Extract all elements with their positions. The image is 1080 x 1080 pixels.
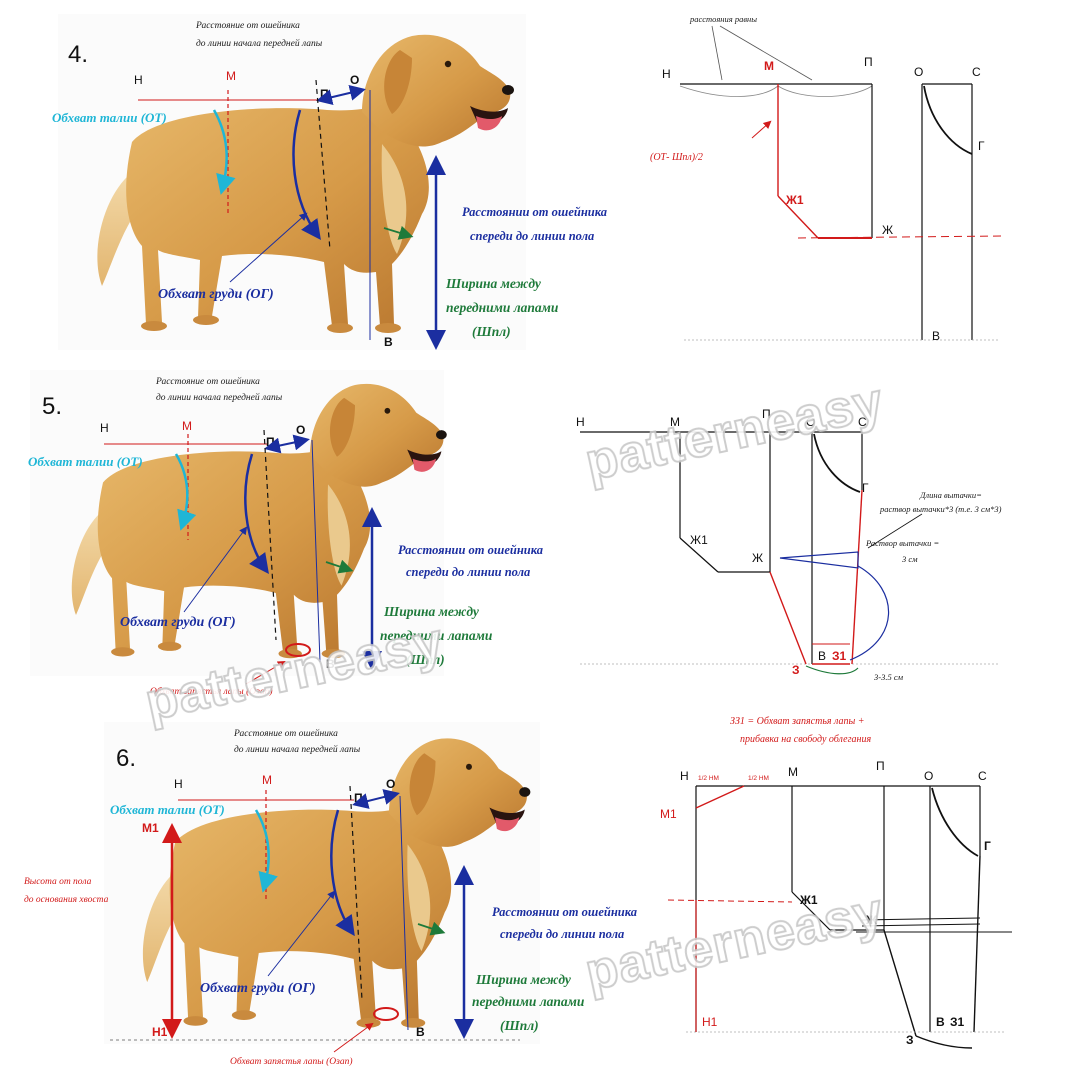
point-s: С — [858, 415, 867, 429]
label-chest: Обхват груди (ОГ) — [158, 287, 274, 302]
label-wrist: Обхват запястья лапы (Озап) — [230, 1056, 352, 1067]
label-waist: Обхват талии (ОТ) — [110, 802, 225, 817]
point-m1: М1 — [660, 807, 677, 821]
label-collar-to-floor: Расстоянии от ошейника спереди до линии … — [492, 905, 640, 941]
point-o: О — [924, 769, 933, 783]
point-n: Н — [100, 421, 109, 435]
point-n: Н — [174, 777, 183, 791]
note-equal-distances: расстояния равны — [689, 14, 757, 24]
label-wrist: Обхват запястья лапы (Озап) — [150, 686, 272, 697]
point-m: М — [670, 415, 680, 429]
note-half-nm-1: 1/2 НМ — [698, 775, 719, 782]
pattern-draft-step-4: расстояния равны (ОТ- Шпл)/2 Н М П О С Г — [650, 14, 1005, 343]
pattern-draft-step-6: Н 1/2 НМ 1/2 НМ М П О С Г М1 Ж1 Ж Н1 В З… — [660, 759, 1012, 1049]
pattern-draft-step-5: Н М П О С Г Ж1 Ж В З1 З Длина вытачки= р… — [576, 407, 1002, 745]
label-collar-to-leg: Расстояние от ошейника до линии начала п… — [155, 376, 283, 403]
point-s: С — [972, 65, 981, 79]
point-n1: Н1 — [702, 1015, 718, 1029]
point-p: П — [864, 55, 873, 69]
label-paw-width: Ширина между передними лапами (Шпл) — [380, 604, 496, 667]
point-z: З — [906, 1033, 914, 1047]
point-o: О — [386, 777, 395, 791]
label-waist: Обхват талии (ОТ) — [52, 110, 167, 125]
step-number: 6. — [116, 745, 136, 772]
point-g: Г — [984, 839, 991, 853]
formula-note: ЗЗ1 = Обхват запястья лапы + прибавка на… — [730, 716, 871, 745]
panel-step-6: 6. Н М П О В М1 Н1 Расстояние от ошейник… — [24, 722, 1012, 1067]
point-g: Г — [978, 139, 985, 153]
dog-photo-step-6: 6. Н М П О В М1 Н1 Расстояние от ошейник… — [24, 722, 640, 1067]
point-n1: Н1 — [152, 1025, 168, 1039]
point-g: Г — [862, 481, 869, 495]
note-half-nm-2: 1/2 НМ — [748, 775, 769, 782]
note-dart-width: Раствор вытачки = 3 см — [865, 538, 941, 564]
label-collar-to-leg: Расстояние от ошейника до линии начала п… — [233, 728, 361, 755]
note-dart-length: Длина вытачки= раствор вытачки*3 (т.е. 3… — [879, 490, 1002, 514]
point-o: О — [350, 73, 359, 87]
point-zh1: Ж1 — [799, 893, 818, 907]
label-paw-width: Ширина между передними лапами (Шпл) — [445, 276, 562, 339]
point-z1: З1 — [950, 1015, 965, 1029]
point-m: М — [262, 773, 272, 787]
point-v: В — [818, 649, 826, 663]
point-n: Н — [576, 415, 585, 429]
formula-note: (ОТ- Шпл)/2 — [650, 152, 703, 163]
label-collar-to-floor: Расстоянии от ошейника спереди до линии … — [398, 543, 546, 579]
point-m: М — [788, 765, 798, 779]
point-v: В — [936, 1015, 945, 1029]
label-collar-to-floor: Расстоянии от ошейника спереди до линии … — [462, 205, 610, 243]
point-v: В — [326, 657, 335, 671]
point-o: О — [806, 415, 815, 429]
label-chest: Обхват груди (ОГ) — [200, 981, 316, 996]
point-s: С — [978, 769, 987, 783]
label-waist: Обхват талии (ОТ) — [28, 454, 143, 469]
point-v: В — [384, 335, 393, 349]
step-number: 5. — [42, 393, 62, 420]
point-zh: Ж — [752, 551, 763, 565]
label-collar-to-leg: Расстояние от ошейника до линии начала п… — [195, 20, 323, 49]
label-tail-height: Высота от пола до основания хвоста — [24, 877, 109, 905]
point-p: П — [876, 759, 885, 773]
point-m: М — [764, 59, 774, 73]
label-chest: Обхват груди (ОГ) — [120, 615, 236, 630]
point-m: М — [182, 419, 192, 433]
point-n: Н — [662, 67, 671, 81]
point-n: Н — [134, 73, 143, 87]
dog-photo-step-5: 5. Н М П О В Расстояние от ошейника до л… — [28, 370, 546, 697]
point-z1: З1 — [832, 649, 847, 663]
point-m: М — [226, 69, 236, 83]
point-zh: Ж — [865, 913, 877, 927]
point-m1: М1 — [142, 821, 159, 835]
point-z: З — [792, 663, 800, 677]
point-zh1: Ж1 — [785, 193, 804, 207]
point-p: П — [762, 407, 771, 421]
point-zh1: Ж1 — [690, 533, 708, 547]
note-hem: 3-3.5 см — [873, 672, 904, 682]
point-v: В — [932, 329, 940, 343]
point-v: В — [416, 1025, 425, 1039]
point-o: О — [296, 423, 305, 437]
watermark-1: patterneasy — [580, 372, 888, 492]
panel-step-5: 5. Н М П О В Расстояние от ошейника до л… — [28, 370, 1002, 745]
point-o: О — [914, 65, 923, 79]
step-number: 4. — [68, 41, 88, 68]
point-n: Н — [680, 769, 689, 783]
point-zh: Ж — [882, 223, 893, 237]
watermark-3: patterneasy — [580, 882, 888, 1002]
panel-step-4: 4. Н М П О В Расстояние от ошейника до л… — [52, 14, 1005, 350]
dog-photo-step-4: 4. Н М П О В Расстояние от ошейника до л… — [52, 14, 610, 350]
label-paw-width: Ширина между передними лапами (Шпл) — [472, 972, 588, 1033]
